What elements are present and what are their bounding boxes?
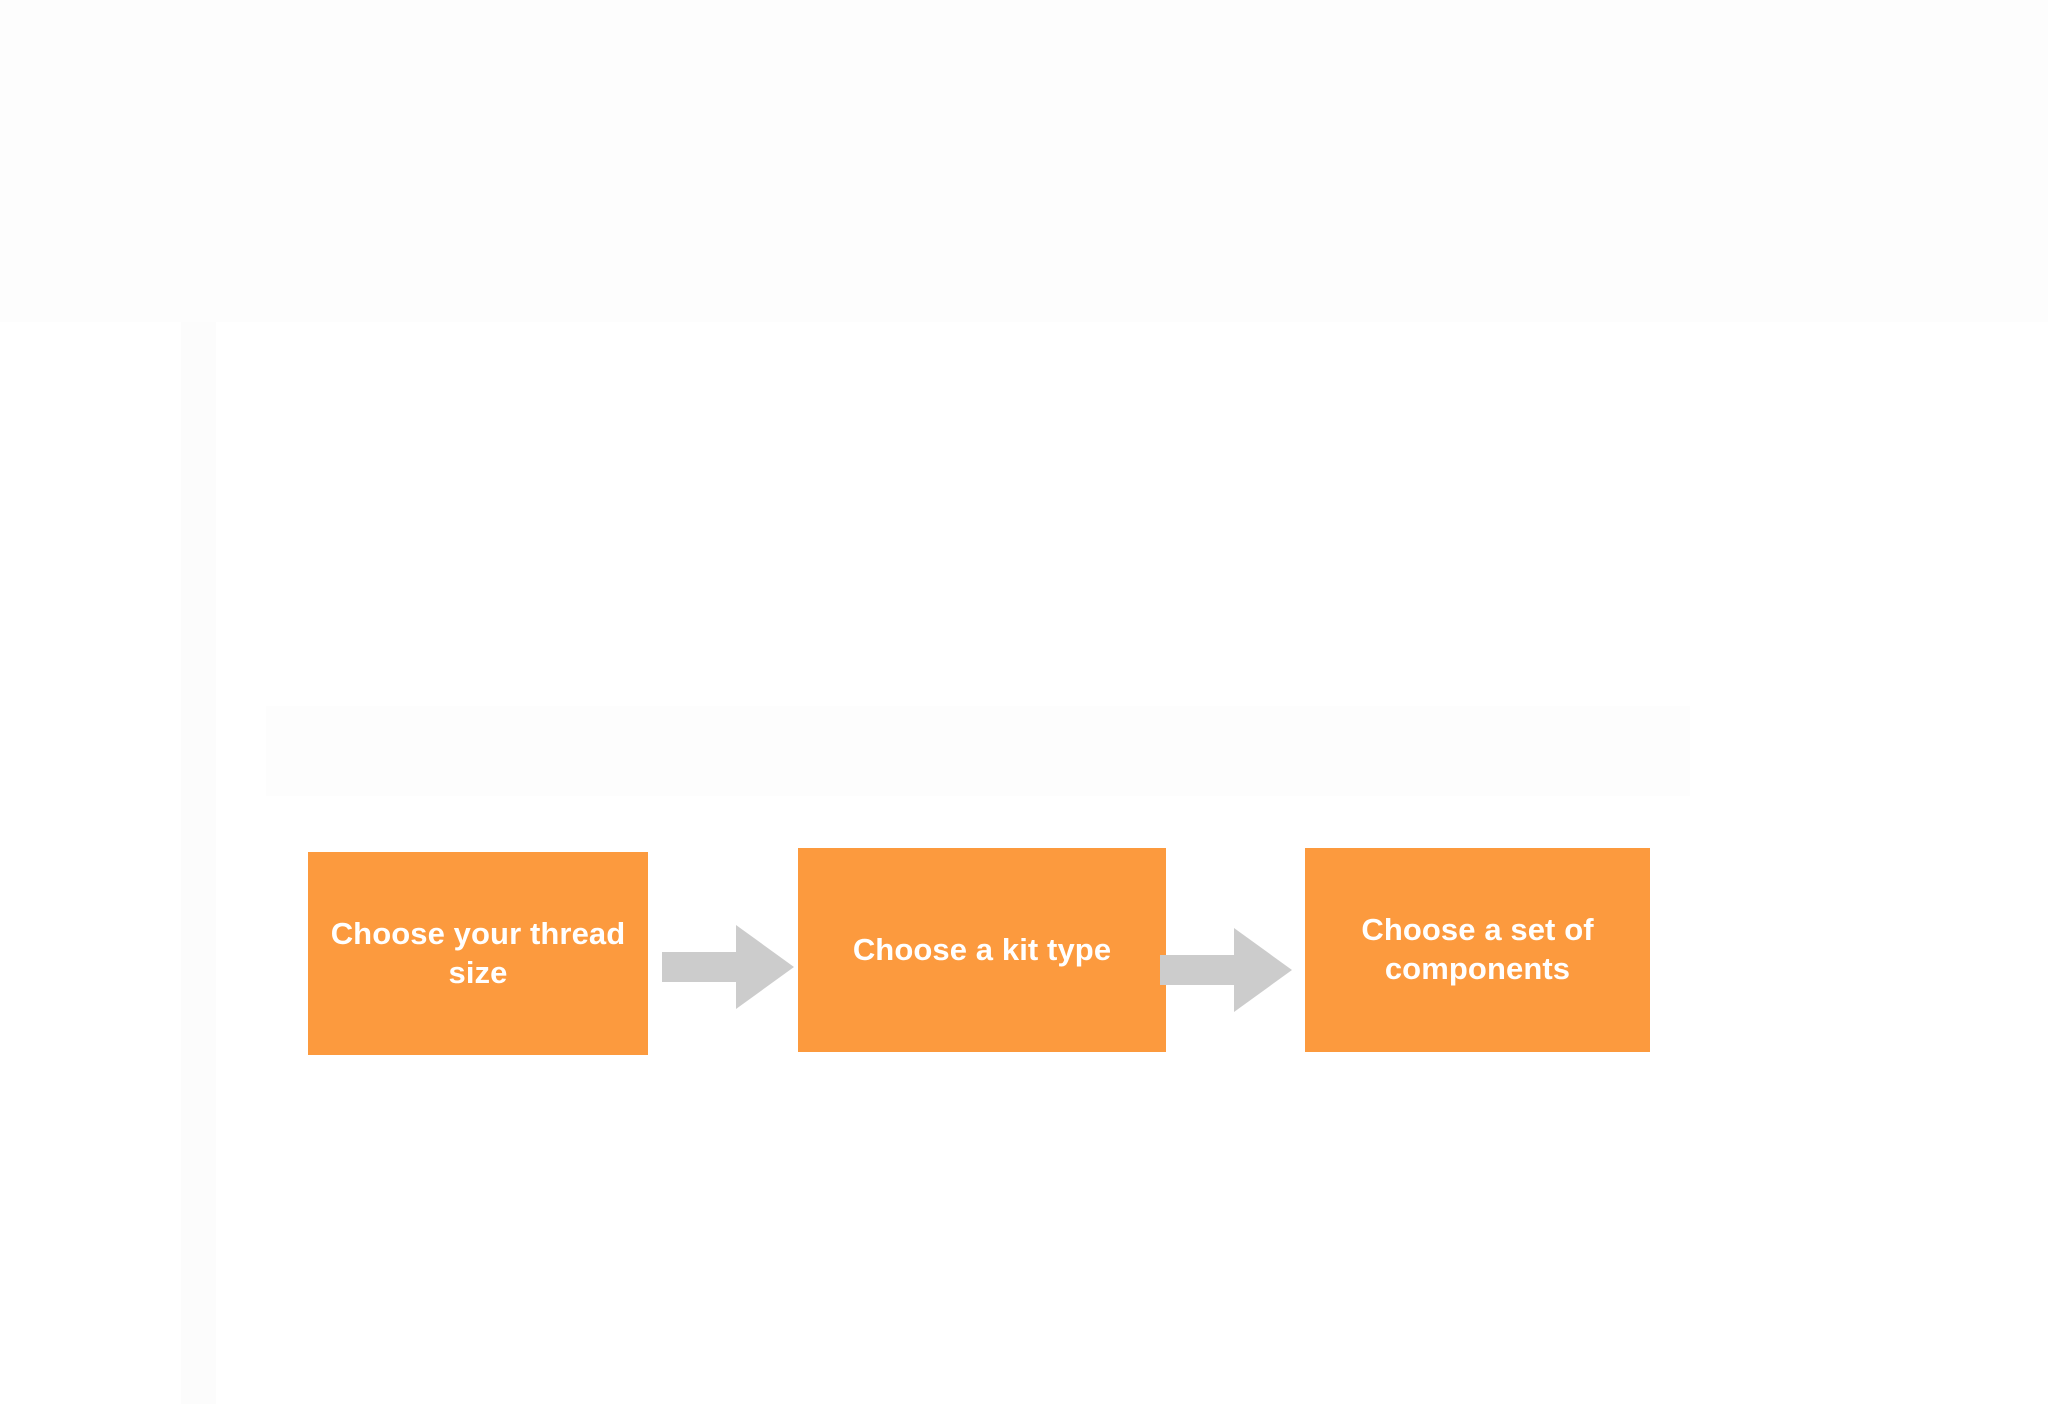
flow-step-choose-thread-size[interactable]: Choose your thread size <box>308 852 648 1055</box>
flow-step-label: Choose your thread size <box>330 915 626 990</box>
background-plate-mid-band <box>266 706 1690 796</box>
flow-step-label: Choose a kit type <box>852 931 1112 967</box>
flow-step-choose-components[interactable]: Choose a set of components <box>1305 848 1650 1052</box>
right-arrow-icon <box>662 925 794 1009</box>
right-arrow-icon <box>1160 928 1292 1012</box>
flow-step-choose-kit-type[interactable]: Choose a kit type <box>798 848 1166 1052</box>
flow-step-label: Choose a set of components <box>1361 912 1594 986</box>
background-plate-top <box>0 0 2048 322</box>
background-plate-left-strip <box>181 322 216 1404</box>
